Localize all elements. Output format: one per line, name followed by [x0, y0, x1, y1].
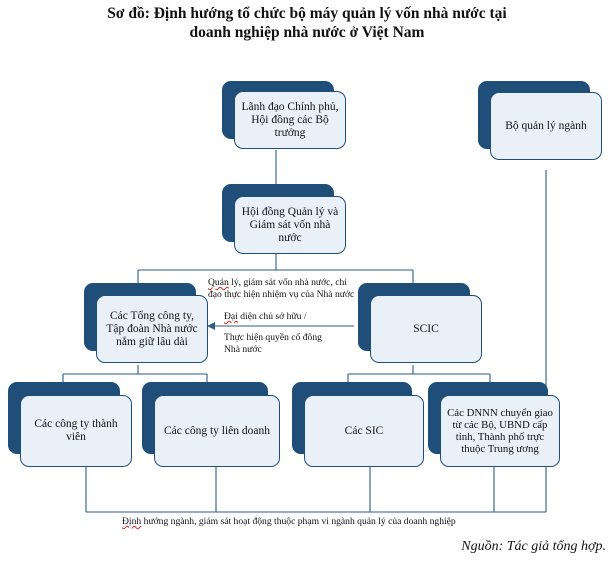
annotation-owner-representative: Đại diện chủ sở hữu / [224, 311, 307, 323]
diagram-title-line-1: Sơ đồ: Định hướng tổ chức bộ máy quản lý… [107, 5, 507, 22]
node-council: Hội đồng Quản lý và Giám sát vốn nhà nướ… [222, 184, 348, 256]
node-ministry-label: Bộ quản lý ngành [490, 92, 602, 160]
node-council-label: Hội đồng Quản lý và Giám sát vốn nhà nướ… [234, 196, 346, 254]
diagram-title-line-2: doanh nghiệp nhà nước ở Việt Nam [189, 24, 425, 41]
node-sic: Các SIC [292, 382, 424, 468]
node-ministry: Bộ quản lý ngành [478, 81, 604, 163]
annotation-industry-oversight: Định hướng ngành, giám sát hoạt động thu… [122, 516, 456, 528]
annotation-manage-line2: đạo thực hiện nhiệm vụ của Nhà nước [208, 289, 355, 300]
node-scic: SCIC [358, 283, 482, 365]
annotation-owner-rest: diện chủ sở hữu / [237, 311, 307, 322]
node-government-label: Lãnh đạo Chính phủ, Hội đồng các Bộ trưở… [234, 91, 346, 149]
annotation-manage-word: Quản [208, 277, 229, 288]
node-subsidiaries-label: Các công ty thành viên [20, 395, 132, 467]
node-local-soes-label: Các DNNN chuyển giao từ các Bộ, UBND cấp… [440, 395, 560, 467]
annotation-rights-line2: Nhà nước [224, 344, 262, 355]
annotation-oversight-word: Định [122, 516, 142, 527]
annotation-owner-word: Đại [224, 311, 238, 322]
annotation-manage-supervise: Quản lý, giám sát vốn nhà nước, chỉ đạo … [208, 277, 354, 301]
node-joint-ventures: Các công ty liên doanh [142, 382, 280, 468]
node-corporations-label: Các Tổng công ty, Tập đoàn Nhà nước nắm … [96, 295, 208, 363]
node-joint-ventures-label: Các công ty liên doanh [154, 395, 280, 467]
annotation-shareholder-rights: Thực hiện quyền cổ đông Nhà nước [224, 332, 322, 356]
annotation-manage-rest: lý, giám sát vốn nhà nước, chỉ [228, 277, 347, 288]
node-sic-label: Các SIC [304, 395, 424, 467]
node-scic-label: SCIC [370, 295, 482, 363]
node-corporations: Các Tổng công ty, Tập đoàn Nhà nước nắm … [84, 283, 208, 365]
source-note: Nguồn: Tác giả tổng hợp. [461, 539, 606, 554]
node-government: Lãnh đạo Chính phủ, Hội đồng các Bộ trưở… [222, 81, 348, 152]
annotation-oversight-rest: hướng ngành, giám sát hoạt động thuộc ph… [141, 516, 456, 527]
node-subsidiaries: Các công ty thành viên [8, 382, 132, 468]
node-local-soes: Các DNNN chuyển giao từ các Bộ, UBND cấp… [428, 382, 560, 468]
annotation-rights-line1: Thực hiện quyền cổ đông [224, 332, 322, 343]
